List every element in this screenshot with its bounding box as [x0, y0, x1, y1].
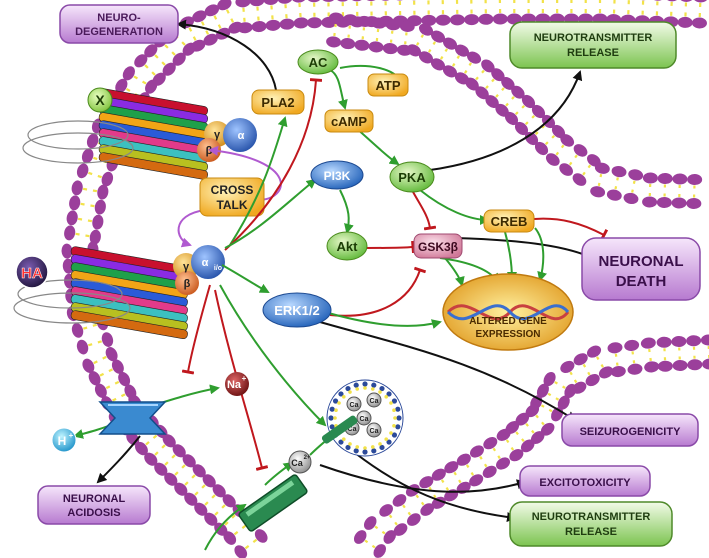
vesicle-ca-label: Ca	[350, 402, 359, 409]
svg-text:Ca: Ca	[291, 458, 303, 468]
svg-text:PLA2: PLA2	[261, 95, 294, 110]
svg-text:γ: γ	[183, 261, 190, 273]
svg-text:PKA: PKA	[398, 170, 426, 185]
svg-text:NEUROTRANSMITTER: NEUROTRANSMITTER	[534, 32, 653, 44]
svg-text:Na: Na	[227, 379, 242, 391]
vesicle-ca-label: Ca	[348, 426, 357, 433]
svg-text:NEURO-: NEURO-	[97, 12, 141, 24]
vesicle-ca-label: Ca	[370, 398, 379, 405]
svg-text:DEGENERATION: DEGENERATION	[75, 26, 163, 38]
vesicle-ca-ion	[346, 396, 362, 412]
outcome-nt-release-bottom: NEUROTRANSMITTER RELEASE	[509, 501, 673, 547]
crosstalk-box: CROSS TALK	[177, 145, 282, 248]
ligand-ha: HA	[15, 255, 49, 289]
svg-text:i/o: i/o	[214, 265, 222, 272]
svg-text:2+: 2+	[304, 455, 311, 461]
node-ac: AC	[297, 49, 339, 75]
node-pka: PKA	[389, 161, 435, 193]
node-pi3k: PI3K	[310, 160, 364, 190]
svg-text:ACIDOSIS: ACIDOSIS	[67, 507, 120, 519]
svg-text:NEURONAL: NEURONAL	[63, 493, 126, 505]
gamma-label-x: γ	[214, 129, 221, 141]
svg-text:X: X	[95, 92, 105, 108]
svg-text:CROSS: CROSS	[211, 183, 254, 197]
vesicle-ca-label: Ca	[370, 428, 379, 435]
h-ion: H +	[51, 427, 77, 453]
outcome-neurodegeneration: NEURO- DEGENERATION	[59, 4, 179, 44]
svg-text:NEUROTRANSMITTER: NEUROTRANSMITTER	[532, 511, 651, 523]
node-akt: Akt	[326, 231, 368, 261]
node-camp: cAMP	[324, 109, 374, 133]
na-channel	[98, 401, 167, 435]
alpha-label-x: α	[238, 130, 245, 142]
node-creb: CREB	[483, 209, 535, 233]
outcome-nt-release-top: NEUROTRANSMITTER RELEASE	[509, 21, 677, 69]
alpha-subunit-x	[223, 118, 257, 152]
node-erk: ERK1/2	[262, 292, 332, 328]
na-ion: Na +	[225, 372, 249, 396]
svg-text:NEURONAL: NEURONAL	[599, 253, 684, 270]
presynaptic-membrane-top	[326, 12, 703, 209]
svg-text:cAMP: cAMP	[331, 114, 367, 129]
svg-text:ERK1/2: ERK1/2	[274, 303, 320, 318]
ca-channel	[238, 474, 308, 532]
svg-text:+: +	[69, 431, 74, 440]
vesicle-ca-ion	[356, 410, 372, 426]
outcome-neuronal-death: NEURONAL DEATH	[581, 237, 701, 301]
svg-text:EXPRESSION: EXPRESSION	[475, 329, 540, 340]
outcome-seizurogenicity: SEIZUROGENICITY	[561, 413, 699, 447]
svg-text:GSK3β: GSK3β	[418, 240, 458, 254]
svg-text:SEIZUROGENICITY: SEIZUROGENICITY	[580, 426, 682, 438]
svg-text:+: +	[242, 374, 247, 383]
ligand-x: X	[87, 87, 113, 113]
receptor-ha: γ β α i/o	[13, 245, 225, 340]
svg-text:HA: HA	[21, 265, 43, 282]
svg-text:β: β	[184, 278, 191, 290]
node-gsk3b: GSK3β	[413, 233, 463, 259]
node-atp: ATP	[367, 73, 409, 97]
svg-text:RELEASE: RELEASE	[567, 47, 619, 59]
svg-text:Akt: Akt	[337, 239, 359, 254]
svg-text:H: H	[58, 434, 67, 448]
beta-subunit-ha	[175, 271, 199, 295]
svg-text:CREB: CREB	[491, 214, 528, 229]
alpha-subunit-ha	[191, 245, 225, 279]
svg-text:EXCITOTOXICITY: EXCITOTOXICITY	[539, 477, 631, 489]
svg-text:DEATH: DEATH	[616, 273, 667, 290]
svg-text:RELEASE: RELEASE	[565, 526, 617, 538]
outcome-excitotoxicity: EXCITOTOXICITY	[519, 465, 651, 497]
svg-text:ALTERED GENE: ALTERED GENE	[469, 316, 547, 327]
svg-text:AC: AC	[309, 55, 328, 70]
vesicle-ca-ion	[366, 422, 382, 438]
vesicle-ca-ion	[366, 392, 382, 408]
presynaptic-membrane-bottom	[353, 334, 709, 558]
svg-text:ATP: ATP	[375, 78, 400, 93]
svg-text:TALK: TALK	[216, 198, 247, 212]
svg-text:α: α	[202, 257, 209, 269]
vesicle-ca-label: Ca	[360, 416, 369, 423]
ca-ion: Ca 2+	[288, 450, 312, 474]
receptor-x: γ β α	[22, 88, 257, 180]
outcome-neuronal-acidosis: NEURONAL ACIDOSIS	[37, 485, 151, 525]
pathway-edges	[73, 19, 609, 551]
svg-text:PI3K: PI3K	[324, 169, 351, 183]
node-pla2: PLA2	[251, 89, 305, 115]
altered-gene-expression: ALTERED GENE EXPRESSION	[442, 273, 574, 351]
